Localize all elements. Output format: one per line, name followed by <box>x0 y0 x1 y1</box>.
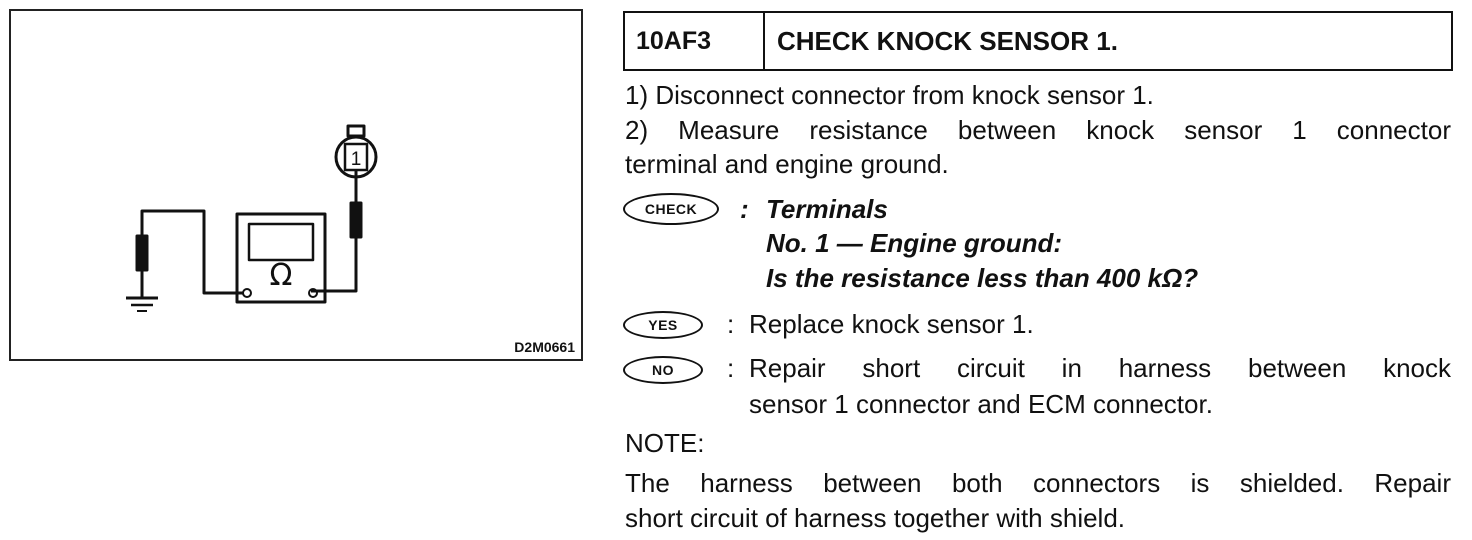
no-badge: NO <box>623 356 703 384</box>
probe-right <box>349 201 363 239</box>
check-line-1: Terminals <box>766 194 888 224</box>
check-line-3: Is the resistance less than 400 kΩ? <box>766 263 1199 293</box>
ground-wire <box>140 209 243 295</box>
instruction-2: 2) Measure resistance between knock sens… <box>625 115 1451 145</box>
note-line-2: short circuit of harness together with s… <box>625 503 1126 533</box>
connector-pin-label: 1 <box>351 149 362 170</box>
no-colon: : <box>727 353 735 383</box>
note-line-1: The harness between both connectors is s… <box>625 468 1451 498</box>
step-header: 10AF3 CHECK KNOCK SENSOR 1. <box>623 11 1453 71</box>
instruction-1: 1) Disconnect connector from knock senso… <box>625 80 1154 110</box>
ohm-symbol: Ω <box>270 258 293 293</box>
yes-text: Replace knock sensor 1. <box>749 309 1034 339</box>
no-text-line-2: sensor 1 connector and ECM connector. <box>749 389 1213 419</box>
yes-badge: YES <box>623 311 703 339</box>
check-line-2: No. 1 — Engine ground: <box>766 228 1063 258</box>
step-title: CHECK KNOCK SENSOR 1. <box>777 25 1118 56</box>
diagram-figure: 1 Ω D2M0661 <box>9 9 583 361</box>
no-text-line-1: Repair short circuit in harness between … <box>749 353 1451 383</box>
yes-colon: : <box>727 309 735 339</box>
note-label: NOTE: <box>625 428 705 458</box>
terminal-right <box>308 288 318 298</box>
terminal-left <box>242 288 252 298</box>
figure-code: D2M0661 <box>514 339 575 355</box>
circuit-diagram: 1 Ω <box>126 124 378 312</box>
probe-left <box>135 234 149 272</box>
step-code: 10AF3 <box>625 13 765 69</box>
check-badge: CHECK <box>623 193 719 225</box>
connector-tab <box>346 124 366 138</box>
check-colon: : <box>740 194 749 224</box>
probe-wire-lower <box>311 237 358 293</box>
multimeter <box>235 212 327 304</box>
instruction-2-cont: terminal and engine ground. <box>625 149 949 179</box>
meter-display <box>247 222 315 262</box>
